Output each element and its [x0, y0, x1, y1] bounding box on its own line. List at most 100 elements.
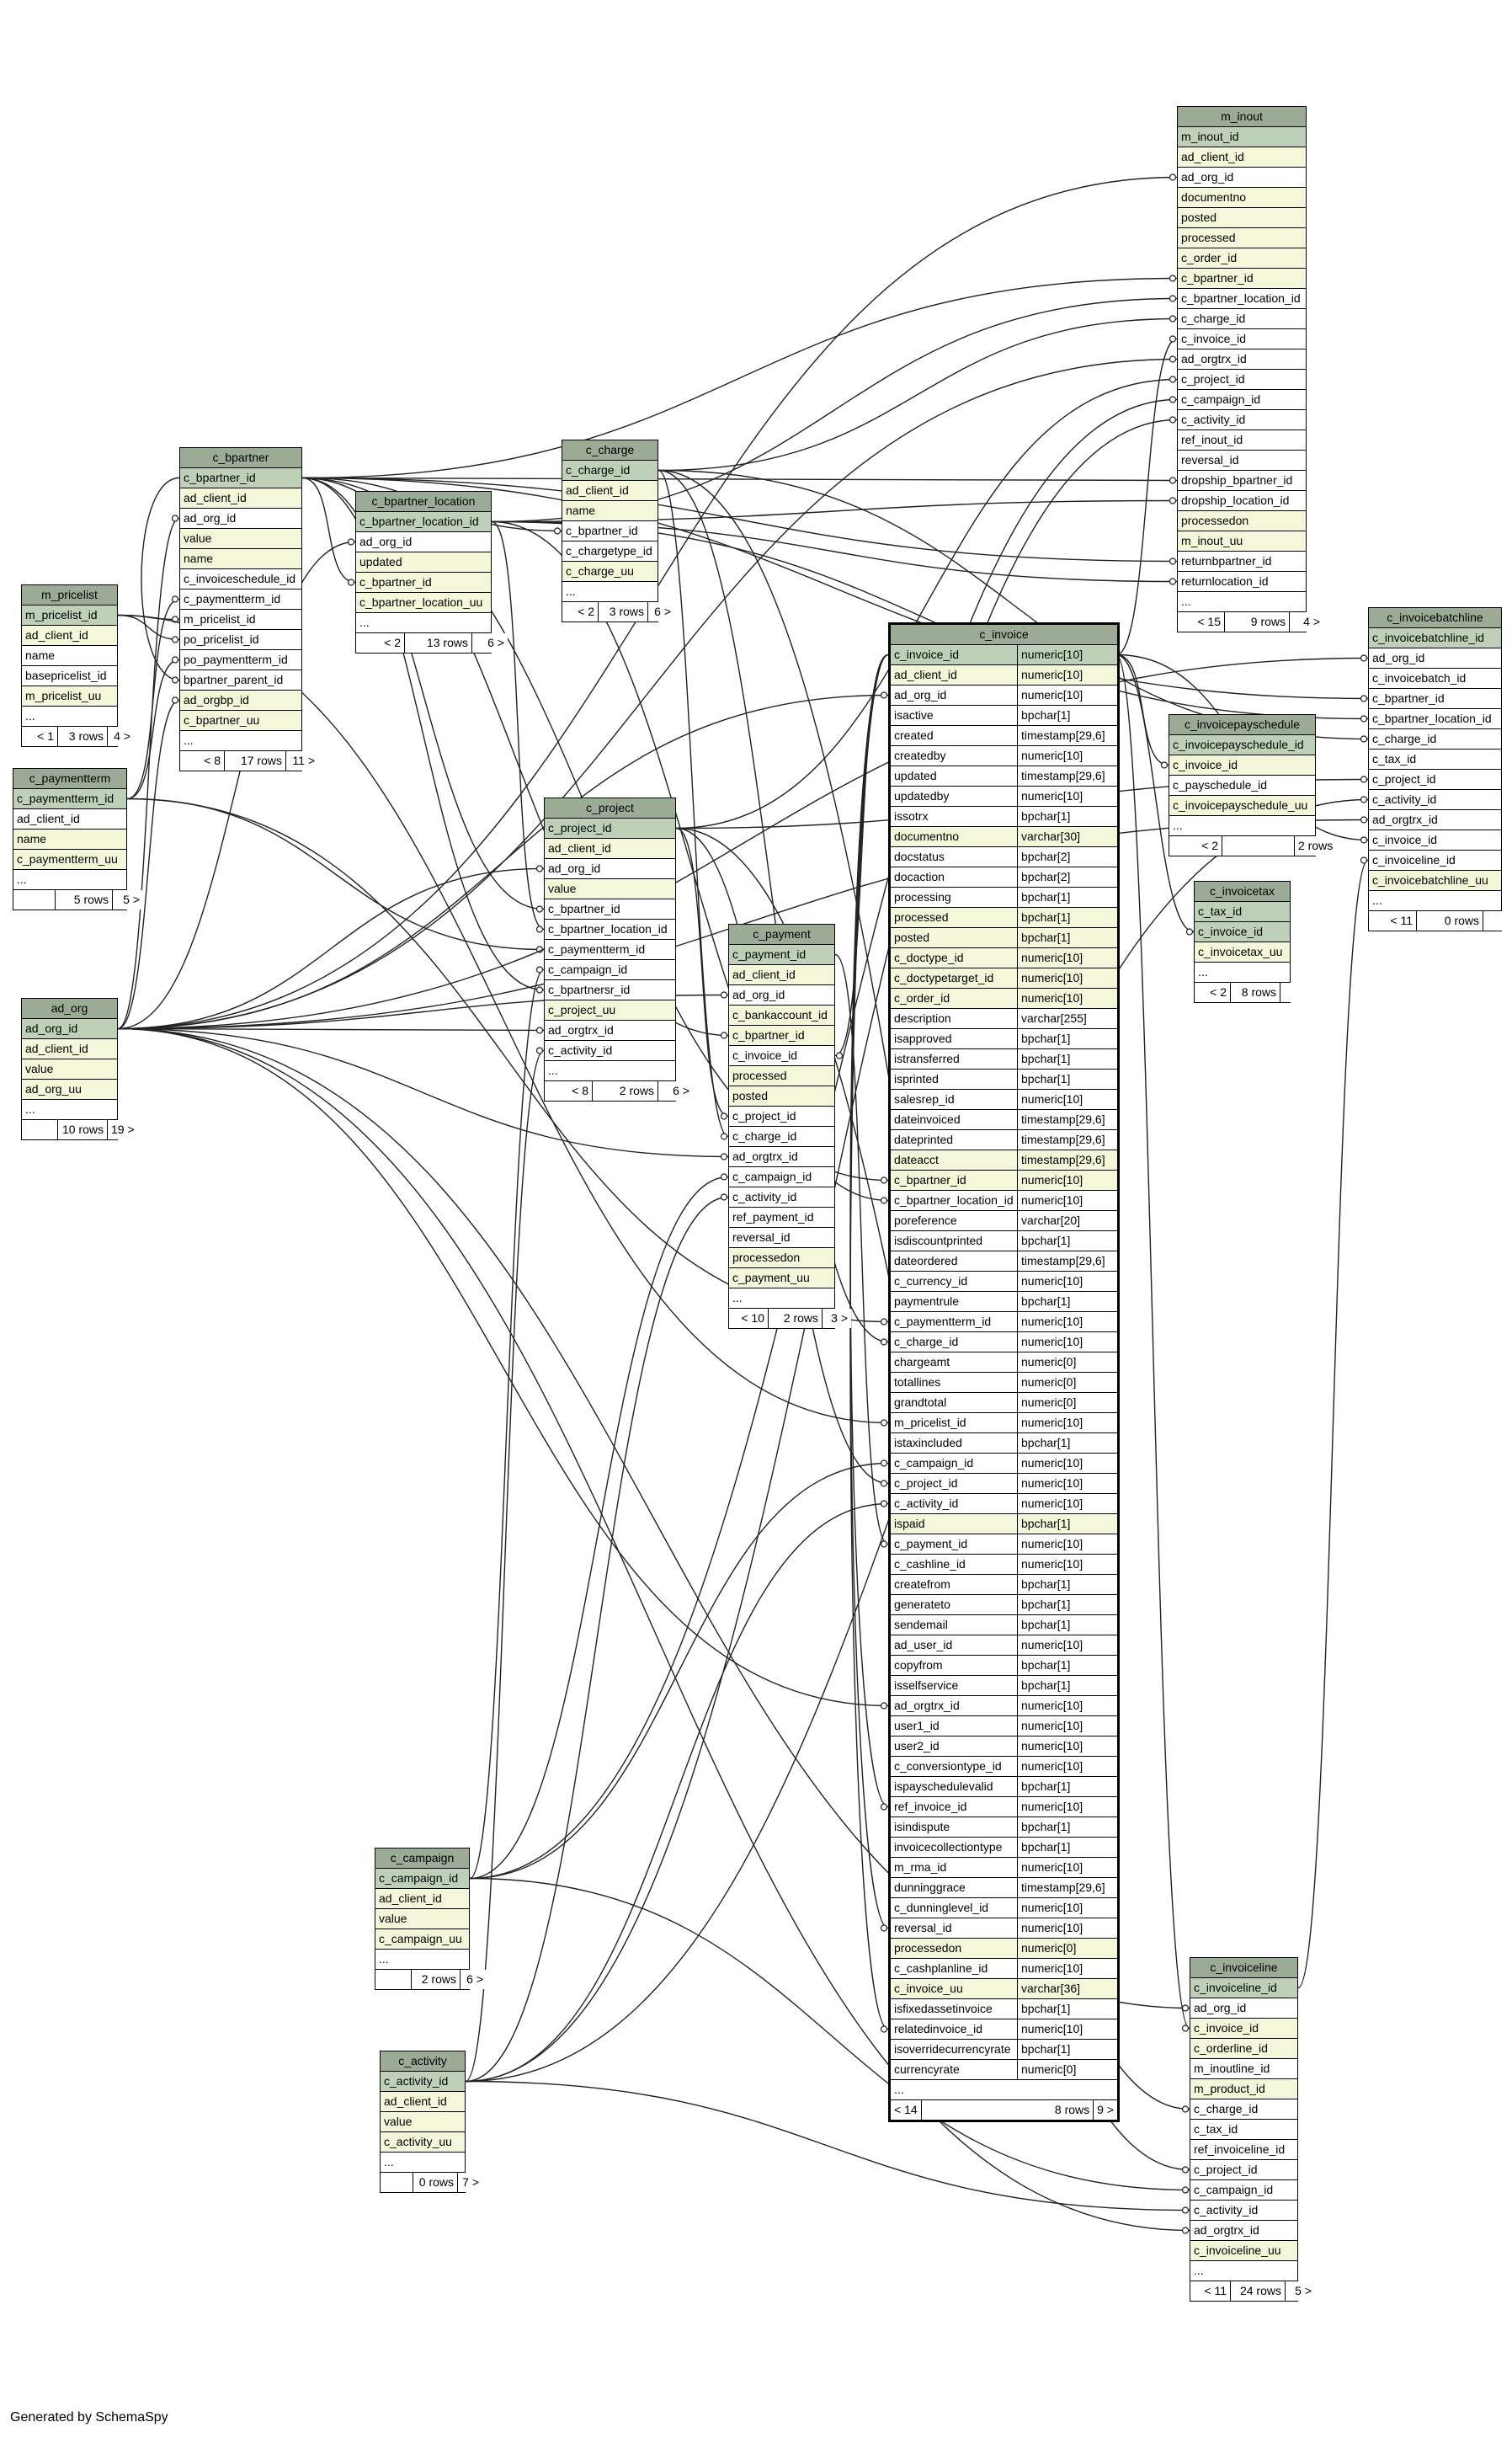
column-row[interactable]: c_bpartnersr_id: [545, 980, 675, 1000]
column-row[interactable]: ad_orgtrx_id: [1369, 810, 1501, 830]
column-row[interactable]: ad_client_id: [545, 839, 675, 858]
column-row[interactable]: c_project_id: [729, 1107, 834, 1126]
column-row[interactable]: c_activity_id: [545, 1041, 675, 1060]
column-row[interactable]: value: [375, 1909, 469, 1929]
column-row[interactable]: ad_orgbp_id: [180, 691, 301, 710]
column-row[interactable]: c_invoice_id: [729, 1046, 834, 1065]
column-row[interactable]: returnbpartner_id: [1178, 552, 1306, 571]
table-header[interactable]: c_payment: [729, 925, 834, 944]
column-row[interactable]: c_activity_id: [1369, 790, 1501, 809]
column-row[interactable]: ad_org_id: [1178, 168, 1306, 187]
column-row[interactable]: ad_client_id: [1178, 147, 1306, 167]
column-row[interactable]: c_chargetype_id: [562, 541, 658, 561]
column-row[interactable]: value: [22, 1059, 117, 1079]
column-row[interactable]: posted: [1178, 208, 1306, 227]
column-row[interactable]: reversal_id: [729, 1228, 834, 1247]
column-row[interactable]: c_bpartner_id: [729, 1026, 834, 1045]
column-row[interactable]: c_bpartner_location_id: [545, 920, 675, 939]
column-row[interactable]: ad_client_id: [729, 965, 834, 984]
column-row[interactable]: c_order_id: [1178, 248, 1306, 268]
column-row[interactable]: c_project_id: [1178, 370, 1306, 389]
column-row[interactable]: c_payschedule_id: [1169, 776, 1315, 795]
column-row[interactable]: c_activity_uu: [381, 2132, 465, 2152]
column-row[interactable]: ad_org_id: [22, 1019, 117, 1038]
column-row[interactable]: c_bpartner_location_id: [356, 512, 491, 531]
column-row[interactable]: dropship_location_id: [1178, 491, 1306, 510]
column-row[interactable]: c_invoicebatchline_id: [1369, 628, 1501, 648]
table-header[interactable]: c_invoice: [891, 625, 1117, 644]
column-row[interactable]: value: [381, 2112, 465, 2131]
column-row[interactable]: c_tax_id: [1190, 2120, 1297, 2139]
column-row[interactable]: c_campaign_id: [1190, 2180, 1297, 2200]
column-row[interactable]: c_invoicebatchline_uu: [1369, 871, 1501, 890]
column-row[interactable]: ad_client_id: [180, 488, 301, 508]
column-row[interactable]: c_invoicebatch_id: [1369, 669, 1501, 688]
table-header[interactable]: c_campaign: [375, 1849, 469, 1868]
column-row[interactable]: c_paymentterm_uu: [13, 850, 126, 869]
column-row[interactable]: value: [545, 879, 675, 899]
column-row[interactable]: c_invoiceline_id: [1369, 851, 1501, 870]
column-row[interactable]: ad_org_uu: [22, 1080, 117, 1099]
column-row[interactable]: name: [22, 646, 117, 665]
column-row[interactable]: c_activity_id: [381, 2072, 465, 2091]
column-row[interactable]: c_project_id: [545, 819, 675, 838]
column-row[interactable]: c_project_id: [1190, 2160, 1297, 2179]
column-row[interactable]: ad_orgtrx_id: [1178, 349, 1306, 369]
column-row[interactable]: c_campaign_id: [545, 960, 675, 979]
column-row[interactable]: value: [180, 529, 301, 548]
column-row[interactable]: processed: [729, 1066, 834, 1086]
column-row[interactable]: c_project_id: [1369, 770, 1501, 789]
column-row[interactable]: c_campaign_id: [1178, 390, 1306, 409]
column-row[interactable]: processedon: [729, 1248, 834, 1267]
column-row[interactable]: ref_inout_id: [1178, 430, 1306, 450]
column-row[interactable]: c_bpartner_location_uu: [356, 593, 491, 612]
column-row[interactable]: c_bankaccount_id: [729, 1006, 834, 1025]
column-row[interactable]: m_pricelist_id: [22, 605, 117, 625]
column-row[interactable]: c_charge_id: [1369, 729, 1501, 749]
column-row[interactable]: reversal_id: [1178, 451, 1306, 470]
column-row[interactable]: c_charge_id: [1190, 2099, 1297, 2119]
column-row[interactable]: bpartner_parent_id: [180, 670, 301, 690]
column-row[interactable]: m_product_id: [1190, 2079, 1297, 2099]
column-row[interactable]: c_paymentterm_id: [13, 789, 126, 808]
column-row[interactable]: c_campaign_uu: [375, 1929, 469, 1949]
column-row[interactable]: c_invoice_id: [1178, 329, 1306, 349]
column-row[interactable]: ad_client_id: [381, 2092, 465, 2111]
table-header[interactable]: c_invoiceline: [1190, 1958, 1297, 1977]
